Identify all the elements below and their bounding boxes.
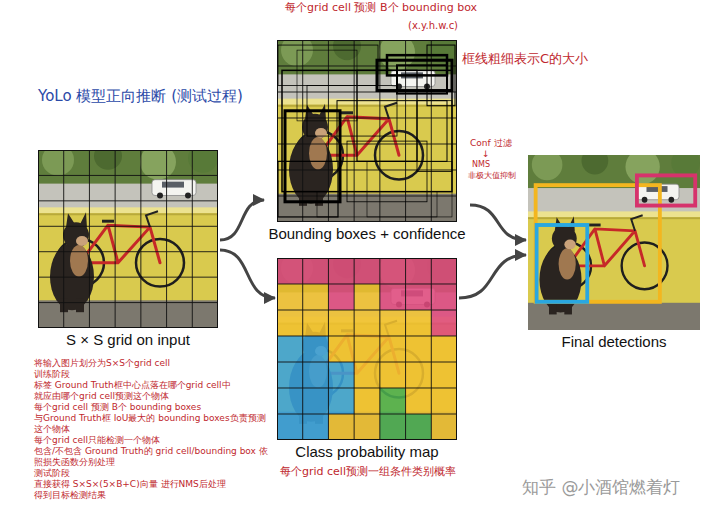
note-line: 直接获得 S×S×(5×B+C)向量 进行NMS后处理 — [34, 479, 272, 490]
illustration-svg — [38, 142, 218, 328]
illustration-use — [277, 258, 457, 440]
flow-arrow — [220, 250, 275, 298]
watermark: 知乎 @小酒馆燃着灯 — [522, 478, 680, 498]
note-line: 测试阶段 — [34, 468, 272, 479]
note-line: 每个grid cell 预测 B个 bounding boxes — [34, 402, 272, 413]
note-line: 得到目标检测结果 — [34, 490, 272, 501]
illustration-svg — [528, 147, 700, 330]
annotation: 非极大值抑制 — [468, 171, 516, 180]
panel-caption: Bounding boxes + confidence — [266, 225, 468, 243]
image-panel: Class probability map — [277, 258, 457, 461]
illustration-rect — [536, 185, 660, 302]
illustration-use — [277, 250, 457, 440]
illustration-use — [528, 147, 700, 330]
illustration-use — [278, 45, 455, 217]
annotation: NMS — [472, 160, 490, 169]
illustration-rect — [537, 225, 588, 302]
image-area — [277, 258, 457, 440]
illustration-use — [277, 32, 457, 222]
illustration-use — [38, 142, 218, 328]
panel-caption: Final detections — [528, 333, 700, 351]
note-line: 就应由哪个grid cell预测这个物体 — [34, 391, 272, 402]
flow-arrow — [459, 255, 526, 298]
diagram-title: YoLo 模型正向推断 (测试过程) — [38, 88, 243, 105]
illustration-use — [38, 150, 218, 328]
image-area — [528, 155, 700, 330]
note-line: 每个grid cell只能检测一个物体 — [34, 435, 272, 446]
illustration-svg — [277, 32, 457, 222]
note-line: 训练阶段 — [34, 369, 272, 380]
illustration-rect — [637, 175, 695, 205]
image-panel: Bounding boxes + confidence — [266, 40, 468, 243]
annotation: 每个grid cell预测一组条件类别概率 — [280, 466, 456, 479]
note-line: 标签 Ground Truth框中心点落在哪个grid cell中 — [34, 380, 272, 391]
notes-block: 将输入图片划分为S×S个grid cell训练阶段标签 Ground Truth… — [34, 358, 272, 501]
annotation: 每个grid cell 预测 B个 bounding box — [285, 2, 477, 15]
image-panel: Final detections — [528, 155, 700, 351]
annotation: (x.y.h.w.c) — [408, 20, 458, 32]
illustration-svg — [277, 250, 457, 440]
flow-arrow — [220, 200, 264, 240]
note-line: 包含/不包含 Ground Truth的 grid cell/bounding … — [34, 446, 272, 468]
panel-caption: S × S grid on input — [38, 331, 218, 349]
annotation: 框线粗细表示C的大小 — [462, 52, 588, 67]
annotation: ↓ — [482, 149, 490, 159]
annotation: Conf 过滤 — [470, 138, 512, 148]
note-line: 将输入图片划分为S×S个grid cell — [34, 358, 272, 369]
image-area — [38, 150, 218, 328]
illustration-use — [277, 258, 457, 440]
image-panel: S × S grid on input — [38, 150, 218, 349]
image-area — [266, 40, 468, 222]
note-line: 与Ground Truth框 IoU最大的 bounding boxes负责预测… — [34, 413, 272, 435]
flow-arrow — [470, 205, 526, 240]
panel-caption: Class probability map — [277, 443, 457, 461]
illustration-use — [277, 40, 457, 222]
